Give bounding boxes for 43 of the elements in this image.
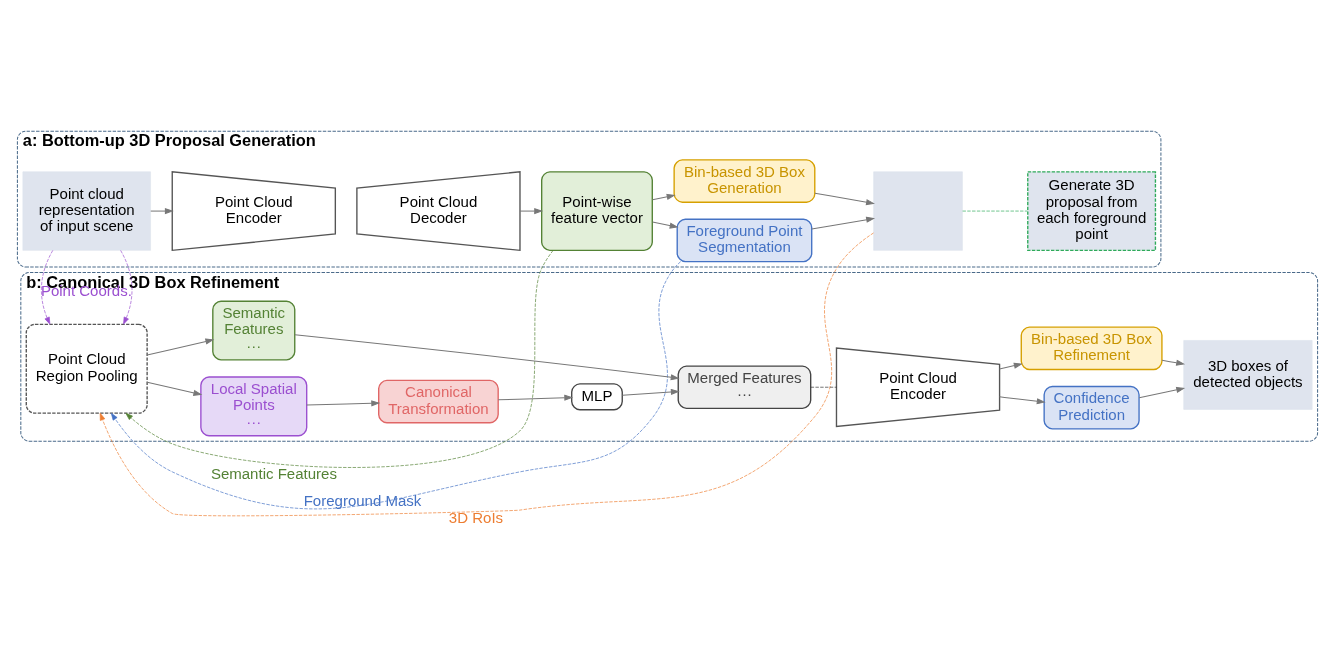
arrow (497, 394, 574, 401)
edge-label: 3D RoIs (448, 508, 504, 526)
edge-label: Semantic Features (210, 465, 337, 483)
arrow (652, 193, 676, 201)
node-box (873, 171, 963, 251)
node-box: Bin-based 3D Box Generation (673, 159, 816, 203)
node-box: Point cloud representation of input scene (22, 171, 151, 251)
node-box: Point-wise feature vector (541, 171, 653, 251)
arrow (41, 250, 133, 325)
arrow (811, 216, 876, 230)
arrow (1161, 359, 1186, 366)
arrow (306, 400, 381, 407)
arrow (99, 232, 874, 517)
arrow (814, 192, 875, 206)
node-box: Merged Features ··· (677, 365, 812, 410)
node-box: 3D boxes of detected objects (1183, 340, 1313, 410)
node-box: Canonical Transformation (378, 379, 499, 424)
node-box: Foreground Point Segmentation (676, 218, 813, 263)
node-box: Point Cloud Region Pooling (25, 323, 148, 414)
node-box: Point Cloud Encoder (171, 171, 337, 252)
edge-label: Foreground Mask (303, 491, 422, 509)
connector (962, 210, 1028, 212)
arrow (999, 396, 1046, 405)
arrow (146, 338, 215, 356)
node-box: Generate 3D proposal from each foreground point (1027, 171, 1157, 251)
arrow (146, 381, 203, 396)
arrow (999, 362, 1023, 370)
node-box: Point Cloud Encoder (835, 347, 1001, 428)
arrow (110, 261, 681, 510)
node-box: Local Spatial Points ··· (200, 376, 308, 437)
node-box: Bin-based 3D Box Refinement (1020, 326, 1163, 371)
node-box: MLP (571, 383, 623, 411)
arrow (294, 334, 680, 381)
arrow (621, 388, 680, 396)
arrow (125, 250, 554, 468)
node-box: Point Cloud Decoder (356, 171, 521, 252)
node-box: Semantic Features ··· (212, 300, 296, 361)
arrow (150, 207, 174, 215)
arrow (1138, 386, 1186, 399)
arrow (519, 207, 544, 215)
node-box: Confidence Prediction (1043, 385, 1140, 430)
arrow (652, 221, 679, 229)
connector (810, 386, 837, 388)
